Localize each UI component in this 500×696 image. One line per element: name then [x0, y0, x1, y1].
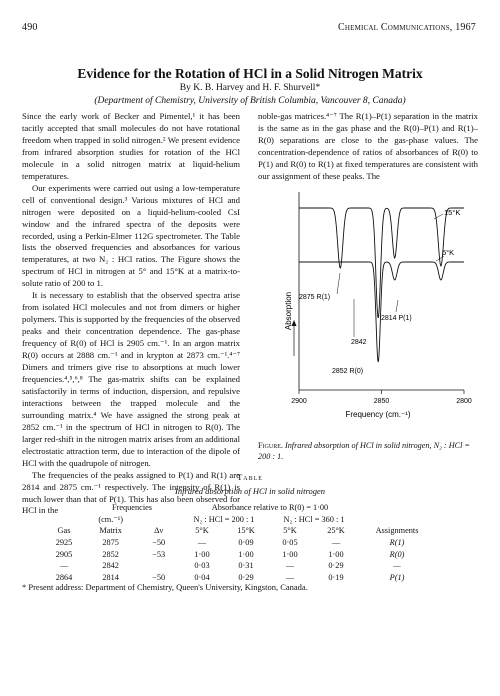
data-table-wrap: Frequencies Absorbance relative to R(0) …	[44, 502, 434, 583]
table-cell: 0·05	[282, 538, 298, 548]
table-cell: 2925	[55, 538, 73, 548]
paragraph-4: The frequencies of the peaks assigned to…	[22, 469, 240, 516]
temp-label-5K: 5°K	[442, 248, 454, 257]
trace-15K	[299, 207, 464, 319]
table-cell: 1·00	[194, 549, 210, 559]
x-axis-label: Frequency (cm.⁻¹)	[345, 410, 410, 419]
peak-label-R0: 2852 R(0)	[332, 368, 363, 375]
head-ratio-360: N₂ : HCl = 360 : 1	[283, 514, 345, 524]
leader-R1	[336, 272, 341, 295]
table-cell: —	[285, 561, 295, 571]
table-caption: Infrared absorption of HCl in solid nitr…	[174, 486, 326, 496]
table-row: 2905 2852 −53 1·00 1·00 1·00 1·00 R(0)	[44, 548, 434, 560]
table-row: 2864 2814 −50 0·04 0·29 — 0·19 P(1)	[44, 572, 434, 584]
article-affiliation: (Department of Chemistry, University of …	[94, 96, 406, 106]
table-cell: −53	[152, 549, 166, 559]
peak-label-2842: 2842	[351, 339, 367, 346]
trace-5K	[299, 261, 464, 363]
temp-leader-5K	[435, 255, 445, 262]
peak-label-R1: 2875 R(1)	[299, 294, 330, 301]
paragraph-1: Since the early work of Becker and Pimen…	[22, 111, 240, 181]
figure-caption-text: Infrared absorption of HCl in solid nitr…	[258, 441, 470, 461]
col-assignments: Assignments	[375, 526, 419, 536]
table-cell: —	[285, 572, 295, 582]
temp-leader-15K	[433, 213, 444, 220]
table-cell: 0·29	[238, 572, 254, 582]
table-cell: P(1)	[389, 572, 405, 582]
footnote: * Present address: Department of Chemist…	[22, 582, 308, 592]
col-5K-a: 5°K	[195, 526, 209, 536]
col-25K: 25°K	[327, 526, 345, 536]
article-byline: By K. B. Harvey and H. F. Shurvell*	[179, 83, 321, 93]
y-axis-label: Absorption	[284, 292, 293, 330]
figure-caption: Figure. Infrared absorption of HCl in so…	[258, 440, 480, 462]
table-head-row-2: (cm.⁻¹) N₂ : HCl = 200 : 1 N₂ : HCl = 36…	[44, 514, 434, 526]
paragraph-5: noble-gas matrices.⁴⁻⁷ The R(1)–P(1) sep…	[258, 111, 478, 181]
head-frequencies: Frequencies	[111, 503, 153, 513]
left-column: Since the early work of Becker and Pimen…	[22, 111, 240, 517]
table-cell: —	[393, 561, 401, 571]
table-cell: −50	[152, 572, 166, 582]
col-delta-nu: Δν	[154, 526, 164, 536]
peak-label-P1: 2814 P(1)	[381, 315, 412, 322]
table-cell: 0·03	[194, 561, 210, 571]
table-cell: 1·00	[328, 549, 344, 559]
table-row: 2925 2875 −50 — 0·09 0·05 — R(1)	[44, 537, 434, 549]
col-5K-b: 5°K	[283, 526, 297, 536]
table-head-row-1: Frequencies Absorbance relative to R(0) …	[44, 502, 434, 514]
table-cell: 2814	[102, 572, 119, 582]
right-column: noble-gas matrices.⁴⁻⁷ The R(1)–P(1) sep…	[258, 111, 478, 183]
table-cell: 2864	[55, 572, 73, 582]
leader-P1	[395, 299, 399, 313]
spectrum-figure: Absorption 2900 2850 2800 Frequency (cm.⁻¹…	[284, 192, 472, 419]
table-cell: —	[197, 538, 207, 548]
temp-label-15K: 15°K	[444, 208, 460, 217]
article-title: Evidence for the Rotation of HCl in a So…	[77, 66, 423, 81]
table-row: — 2842 0·03 0·31 — 0·29 —	[44, 560, 434, 572]
paragraph-2: Our experiments were carried out using a…	[22, 182, 240, 289]
table-cell	[137, 560, 180, 572]
table-heading: Table	[237, 472, 263, 482]
col-15K: 15°K	[237, 526, 255, 536]
head-ratio-200: N₂ : HCl = 200 : 1	[193, 514, 255, 524]
table-cell: 2875	[102, 538, 119, 548]
col-gas: Gas	[57, 526, 71, 536]
table-cell: 1·00	[282, 549, 298, 559]
table-cell: 2842	[102, 561, 119, 571]
x-tick-label: 2900	[291, 398, 307, 405]
x-ticks: 2900 2850 2800	[291, 390, 472, 405]
table-cell: 0·04	[194, 572, 210, 582]
table-cell: 0·19	[328, 572, 344, 582]
table-cell: —	[59, 561, 69, 571]
data-table: Frequencies Absorbance relative to R(0) …	[44, 502, 434, 583]
journal-name: Chemical Communications, 1967	[337, 22, 476, 33]
table-cell: 1·00	[238, 549, 254, 559]
head-absorbance: Absorbance relative to R(0) = 1·00	[211, 503, 329, 513]
figure-caption-label: Figure.	[258, 441, 283, 450]
page-number: 490	[22, 22, 38, 33]
table-cell: R(0)	[389, 549, 405, 559]
x-tick-label: 2800	[456, 398, 472, 405]
table-cell: —	[331, 538, 341, 548]
table-cell: R(1)	[389, 538, 405, 548]
col-matrix: Matrix	[99, 526, 122, 536]
y-axis-arrowhead	[291, 320, 297, 326]
table-cell: 0·31	[238, 561, 254, 571]
table-column-headers: Gas Matrix Δν 5°K 15°K 5°K 25°K Assignme…	[44, 525, 434, 537]
table-cell: 0·29	[328, 561, 344, 571]
table-cell: −50	[152, 538, 166, 548]
x-tick-label: 2850	[374, 398, 390, 405]
paragraph-3: It is necessary to establish that the ob…	[22, 290, 240, 468]
head-units: (cm.⁻¹)	[98, 515, 123, 525]
table-cell: 0·09	[238, 538, 254, 548]
table-cell: 2852	[102, 549, 119, 559]
table-cell: 2905	[55, 549, 73, 559]
